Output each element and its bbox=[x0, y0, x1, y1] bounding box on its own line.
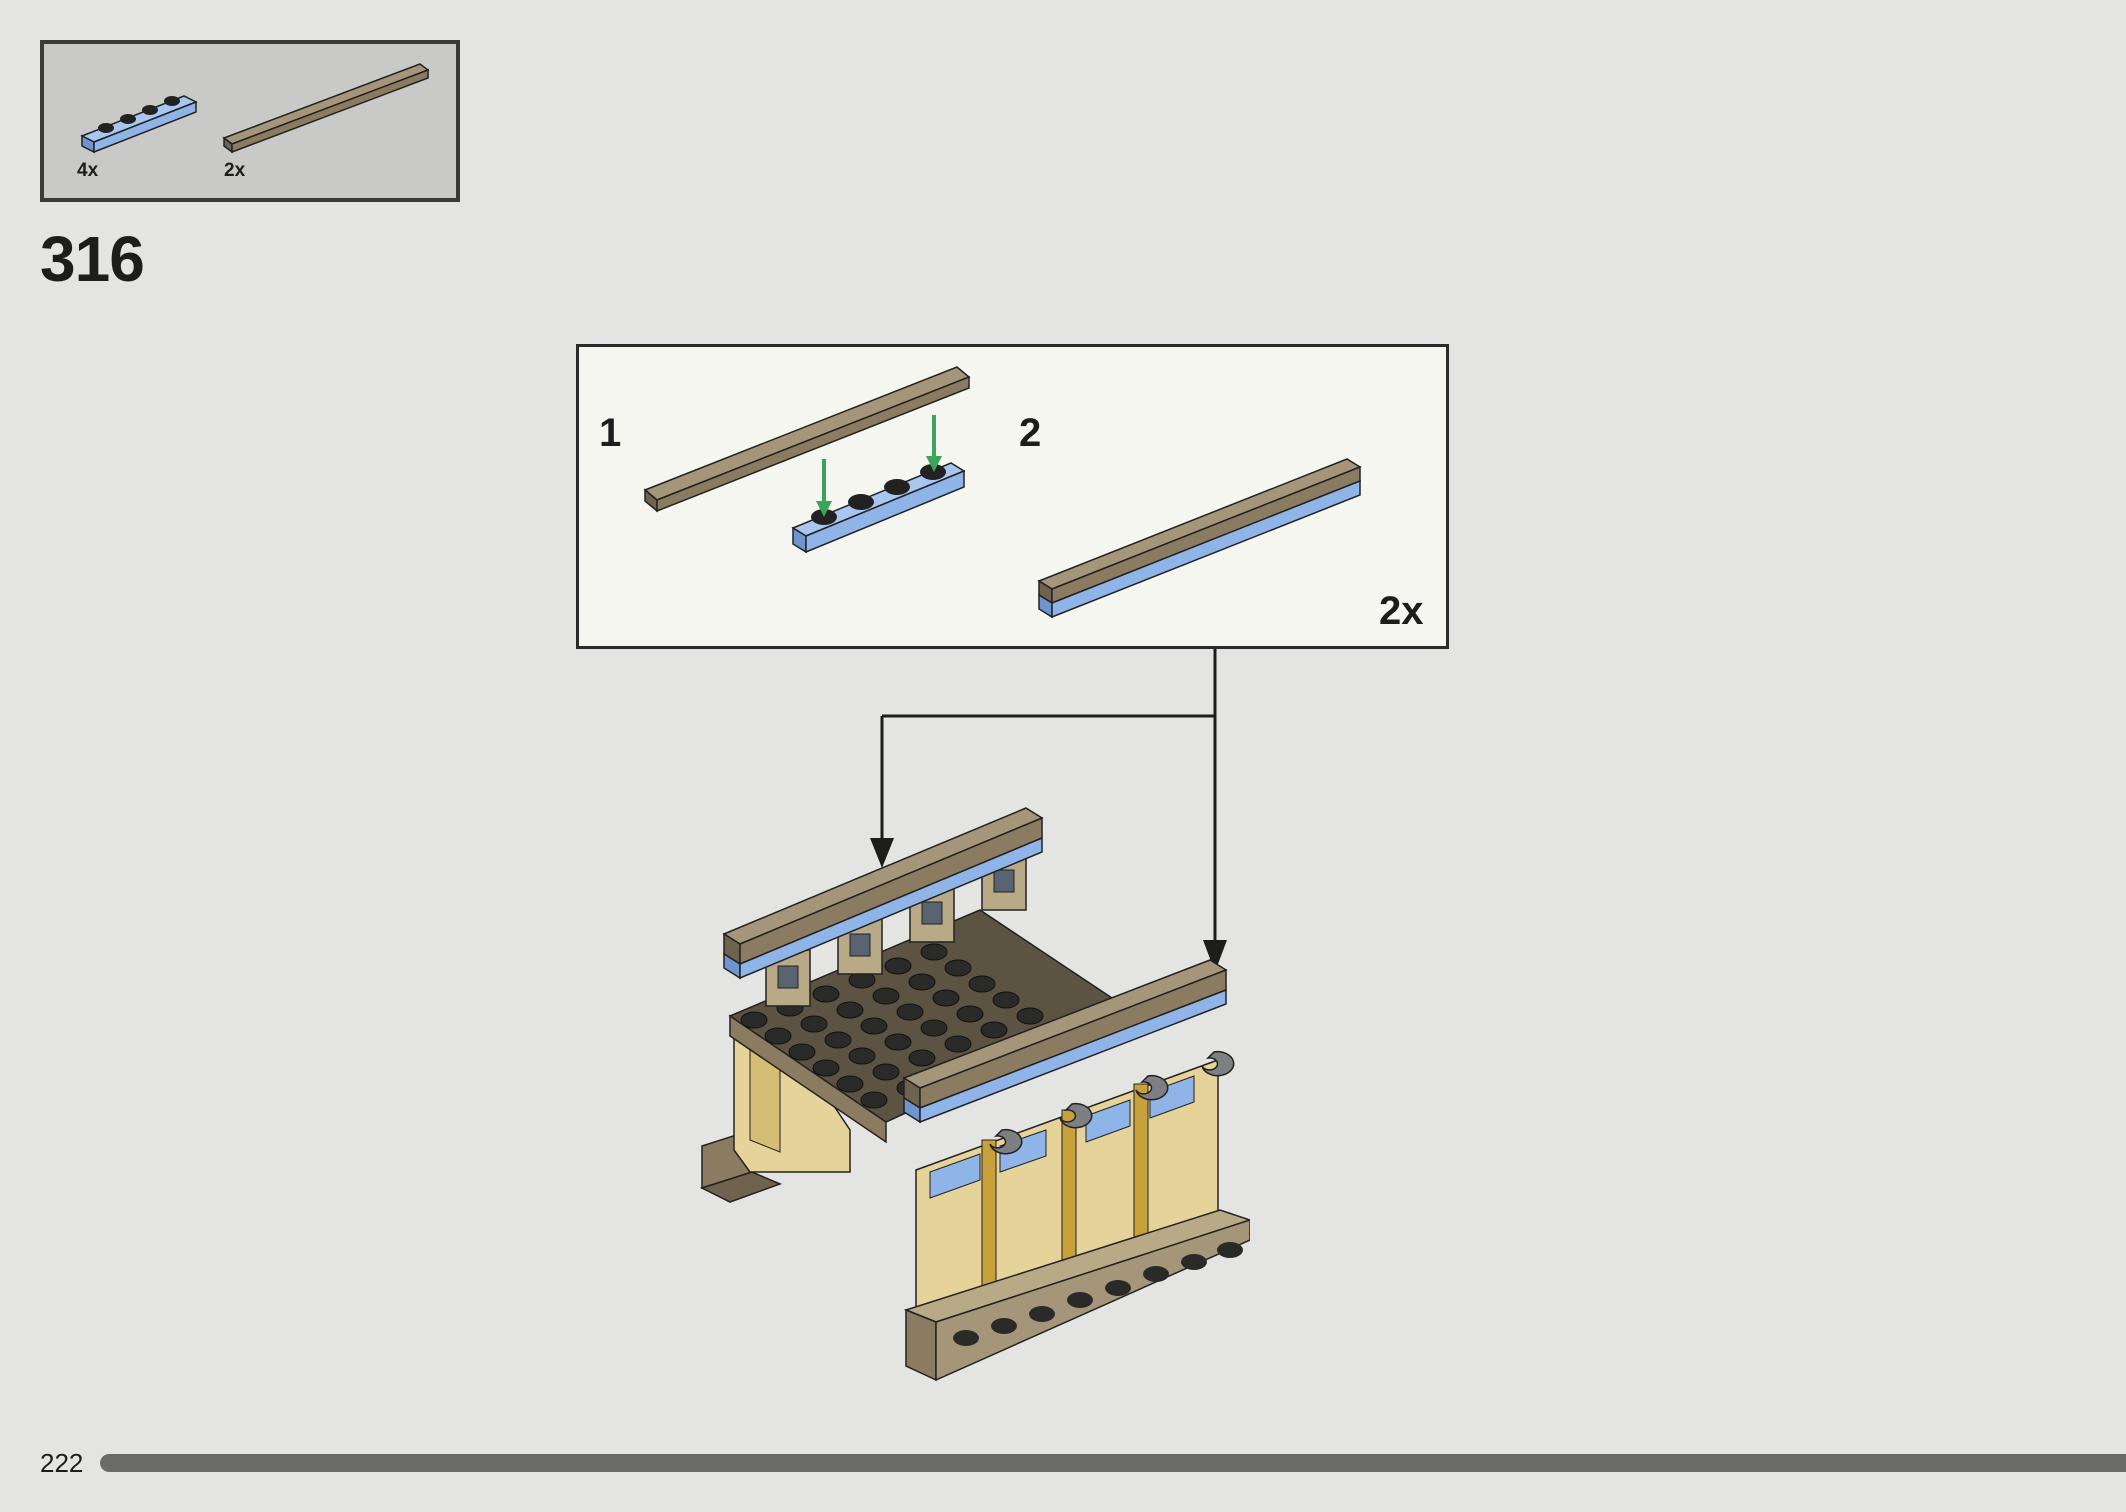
part-quantity-tan-tile: 2x bbox=[224, 160, 246, 181]
part-quantity-blue-plate: 4x bbox=[77, 160, 99, 181]
step-number: 316 bbox=[40, 223, 145, 295]
substep-2-assembly-icon bbox=[1037, 458, 1362, 619]
substep-1-label: 1 bbox=[599, 411, 622, 455]
submodel-callout: 1 2 2x bbox=[576, 344, 1449, 649]
tan-tile-icon bbox=[222, 63, 430, 154]
substep-1-tile-icon bbox=[643, 366, 971, 513]
green-arrow-icon bbox=[816, 415, 942, 517]
blue-plate-icon bbox=[80, 95, 198, 154]
substep-2-label: 2 bbox=[1019, 411, 1042, 455]
submodel-multiplier: 2x bbox=[1379, 589, 1424, 633]
parts-list-box: 4x 2x bbox=[40, 40, 460, 202]
substep-1-plate-icon bbox=[791, 462, 966, 554]
submodel-illustration bbox=[643, 366, 1362, 619]
progress-bar bbox=[100, 1454, 2126, 1472]
arrow-head-right-icon bbox=[1203, 940, 1227, 972]
progress-fill bbox=[100, 1454, 2126, 1472]
page-number: 222 bbox=[40, 1448, 84, 1478]
parts-illustration bbox=[80, 63, 430, 154]
main-model-illustration bbox=[700, 807, 1250, 1382]
arrow-head-left-icon bbox=[870, 838, 894, 868]
